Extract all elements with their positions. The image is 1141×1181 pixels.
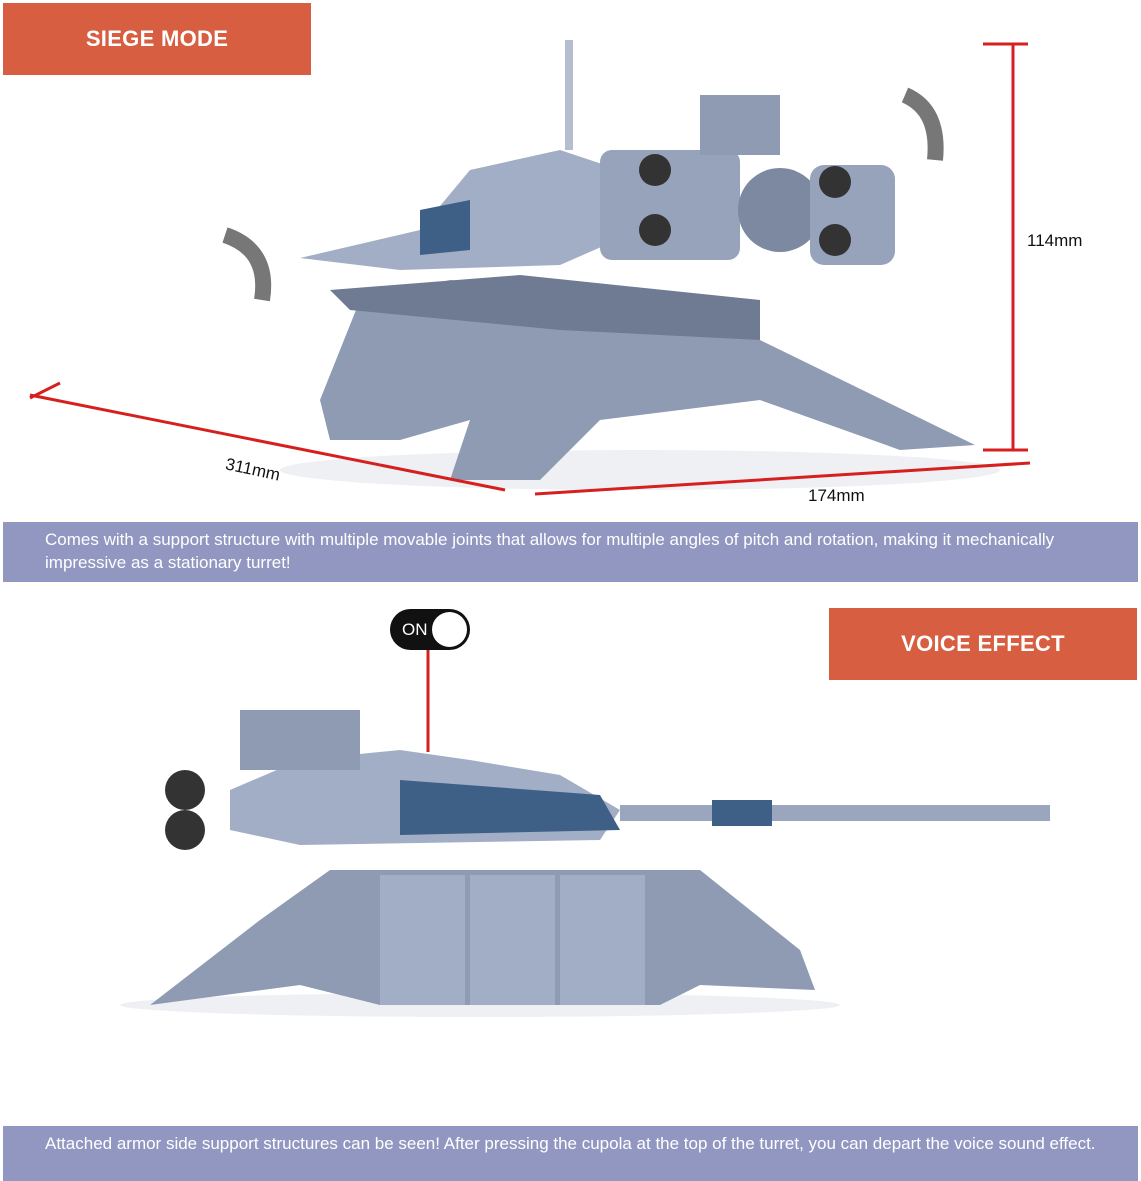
voice-effect-caption: Attached armor side support structures c… <box>3 1126 1138 1181</box>
siege-mode-title: SIEGE MODE <box>3 3 311 75</box>
toggle-label: ON <box>402 620 428 639</box>
voice-toggle: ON <box>390 609 470 650</box>
tank-side-view-image <box>120 710 1050 1017</box>
voice-effect-title: VOICE EFFECT <box>829 608 1137 680</box>
dimension-lines <box>29 42 1031 496</box>
siege-mode-caption: Comes with a support structure with mult… <box>3 522 1138 582</box>
toggle-knob <box>432 612 467 647</box>
depth-dimension-label: 174mm <box>808 486 865 505</box>
tank-siege-mode-image <box>222 40 1000 490</box>
height-dimension-label: 114mm <box>1027 231 1083 250</box>
